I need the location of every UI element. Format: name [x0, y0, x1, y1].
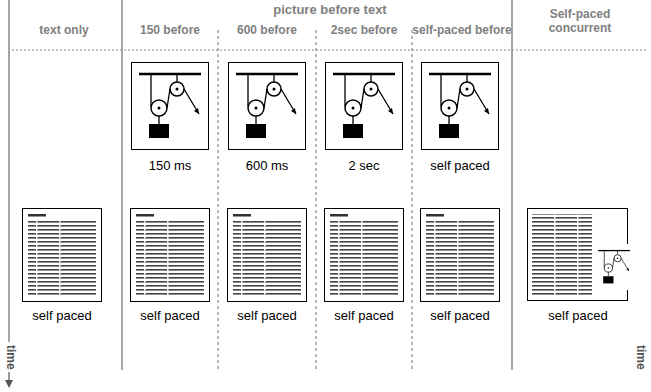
duration-label: 150 ms — [149, 159, 192, 174]
duration-label: 600 ms — [246, 159, 289, 174]
column-heading: 600 before — [237, 24, 297, 38]
column-heading: Self-paced concurrent — [525, 8, 635, 36]
duration-label: 2 sec — [348, 159, 379, 174]
group-heading: picture before text — [273, 3, 386, 18]
duration-label: self paced — [32, 309, 91, 324]
column-heading: text only — [39, 24, 88, 38]
axis-label: time — [3, 345, 17, 370]
duration-label: self paced — [140, 309, 199, 324]
axis-label: time — [633, 345, 647, 370]
column-heading: 2sec before — [331, 24, 398, 38]
duration-label: self paced — [430, 159, 489, 174]
duration-label: self paced — [430, 309, 489, 324]
duration-label: self paced — [237, 309, 296, 324]
column-heading: 150 before — [140, 24, 200, 38]
duration-label: self paced — [334, 309, 393, 324]
column-heading: self-paced before — [412, 24, 511, 38]
duration-label: self paced — [548, 309, 607, 324]
